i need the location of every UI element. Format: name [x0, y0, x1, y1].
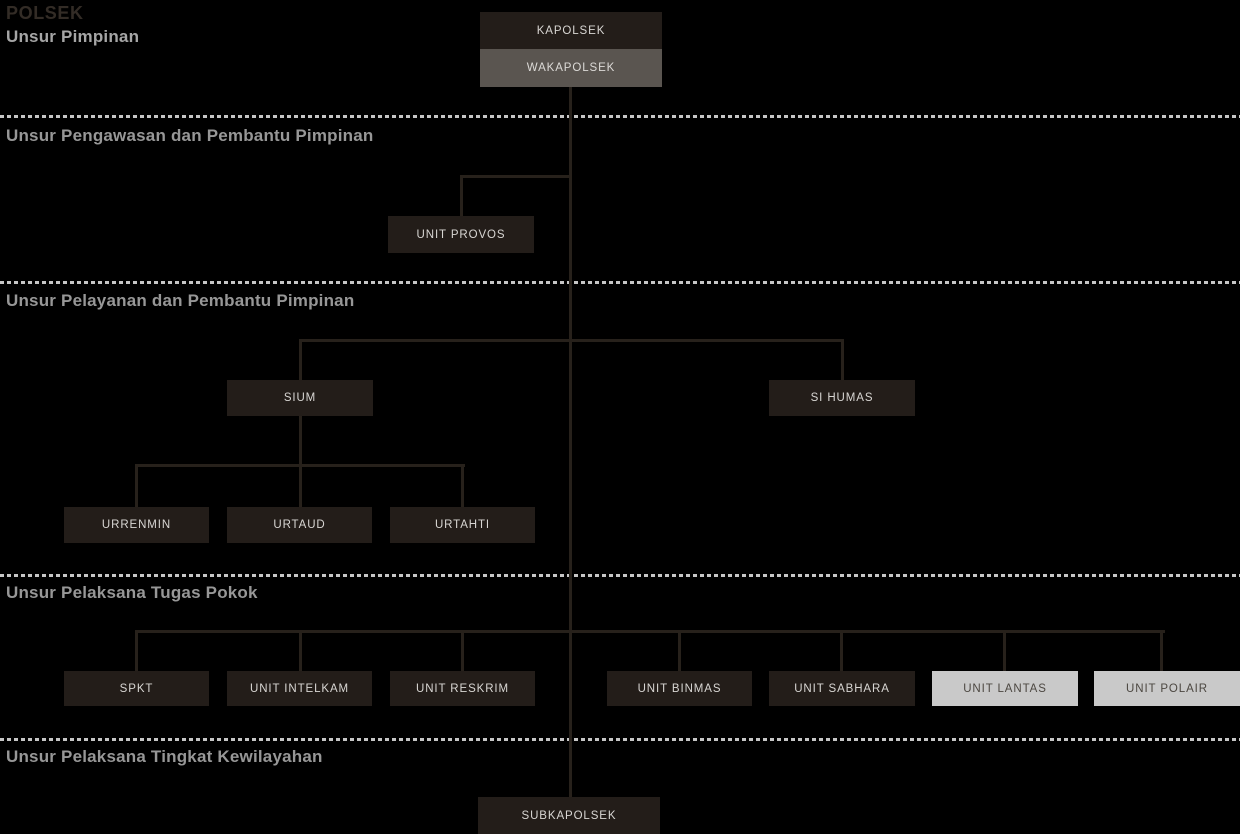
connector-sabhara-drop — [840, 630, 843, 671]
org-node-kapolsek: KAPOLSEK — [480, 12, 662, 49]
org-node-unit-lantas: UNIT LANTAS — [932, 671, 1078, 706]
section-label-unsur-pelaksana-kewilayahan: Unsur Pelaksana Tingkat Kewilayahan — [6, 747, 323, 766]
connector-row2-rail — [299, 339, 844, 342]
org-node-sium: SIUM — [227, 380, 373, 416]
org-node-unit-provos: UNIT PROVOS — [388, 216, 534, 253]
connector-sium-drop — [299, 339, 302, 380]
org-node-urtahti: URTAHTI — [390, 507, 535, 543]
org-node-si-humas: SI HUMAS — [769, 380, 915, 416]
connector-lantas-drop — [1003, 630, 1006, 671]
org-node-unit-polair: UNIT POLAIR — [1094, 671, 1240, 706]
org-node-wakapolsek: WAKAPOLSEK — [480, 49, 662, 87]
section-label-unsur-pelaksana-tugas-pokok: Unsur Pelaksana Tugas Pokok — [6, 583, 258, 602]
connector-urtaud-drop — [299, 464, 302, 507]
connector-sihumas-drop — [841, 339, 844, 380]
connector-trunk — [569, 87, 572, 797]
section-label-unsur-pelayanan: Unsur Pelayanan dan Pembantu Pimpinan — [6, 291, 355, 310]
section-divider — [0, 738, 1240, 741]
org-node-unit-reskrim: UNIT RESKRIM — [390, 671, 535, 706]
page-title: POLSEK — [6, 3, 84, 23]
org-node-unit-binmas: UNIT BINMAS — [607, 671, 752, 706]
connector-sium-stem — [299, 416, 302, 466]
section-label-unsur-pimpinan: Unsur Pimpinan — [6, 27, 140, 46]
connector-polair-drop — [1160, 630, 1163, 671]
connector-urrenmin-drop — [135, 464, 138, 507]
section-divider — [0, 574, 1240, 577]
connector-urtahti-drop — [461, 464, 464, 507]
org-node-spkt: SPKT — [64, 671, 209, 706]
org-node-urtaud: URTAUD — [227, 507, 372, 543]
connector-provos-drop — [460, 175, 463, 216]
org-node-urrenmin: URRENMIN — [64, 507, 209, 543]
connector-provos-horizontal — [460, 175, 572, 178]
org-node-subkapolsek: SUBKAPOLSEK — [478, 797, 660, 834]
section-divider — [0, 281, 1240, 284]
section-divider — [0, 115, 1240, 118]
connector-spkt-drop — [135, 630, 138, 671]
org-node-unit-intelkam: UNIT INTELKAM — [227, 671, 372, 706]
connector-reskrim-drop — [461, 630, 464, 671]
connector-row4-rail — [135, 630, 1165, 633]
connector-binmas-drop — [678, 630, 681, 671]
org-node-unit-sabhara: UNIT SABHARA — [769, 671, 915, 706]
connector-intelkam-drop — [299, 630, 302, 671]
section-label-unsur-pengawasan: Unsur Pengawasan dan Pembantu Pimpinan — [6, 126, 374, 145]
